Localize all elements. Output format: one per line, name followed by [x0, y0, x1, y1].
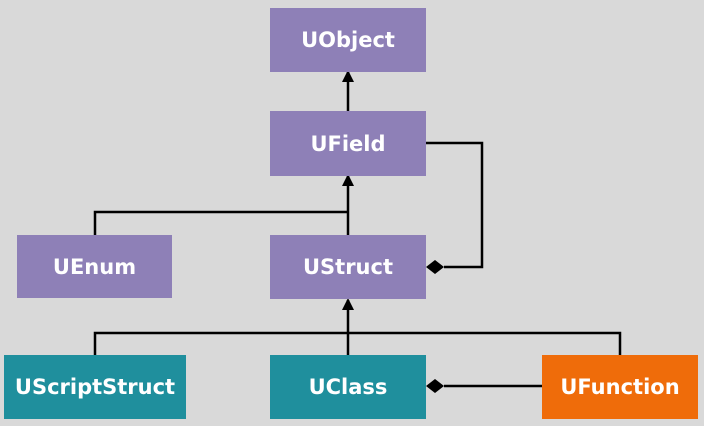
node-uclass: UClass	[270, 355, 426, 419]
node-ustruct: UStruct	[270, 235, 426, 299]
diamond-ustruct-icon	[426, 260, 444, 274]
node-uscriptstruct: UScriptStruct	[4, 355, 186, 419]
edge-uscriptstruct-to-ustruct	[93, 331, 622, 355]
node-ufield-label: UField	[310, 131, 386, 156]
node-ufield: UField	[270, 111, 426, 176]
node-uenum: UEnum	[17, 235, 172, 298]
node-uobject: UObject	[270, 8, 426, 72]
node-uscriptstruct-label: UScriptStruct	[14, 375, 176, 399]
node-uenum-label: UEnum	[52, 254, 137, 279]
node-ustruct-label: UStruct	[302, 255, 393, 279]
node-ufunction-label: UFunction	[560, 375, 680, 399]
edge-uenum-to-ufield	[93, 210, 348, 235]
node-uclass-label: UClass	[308, 375, 388, 399]
node-uobject-label: UObject	[301, 28, 395, 52]
edge-ufield-composition-ustruct	[426, 141, 484, 269]
diamond-uclass-icon	[426, 379, 444, 393]
node-ufunction: UFunction	[542, 355, 698, 419]
